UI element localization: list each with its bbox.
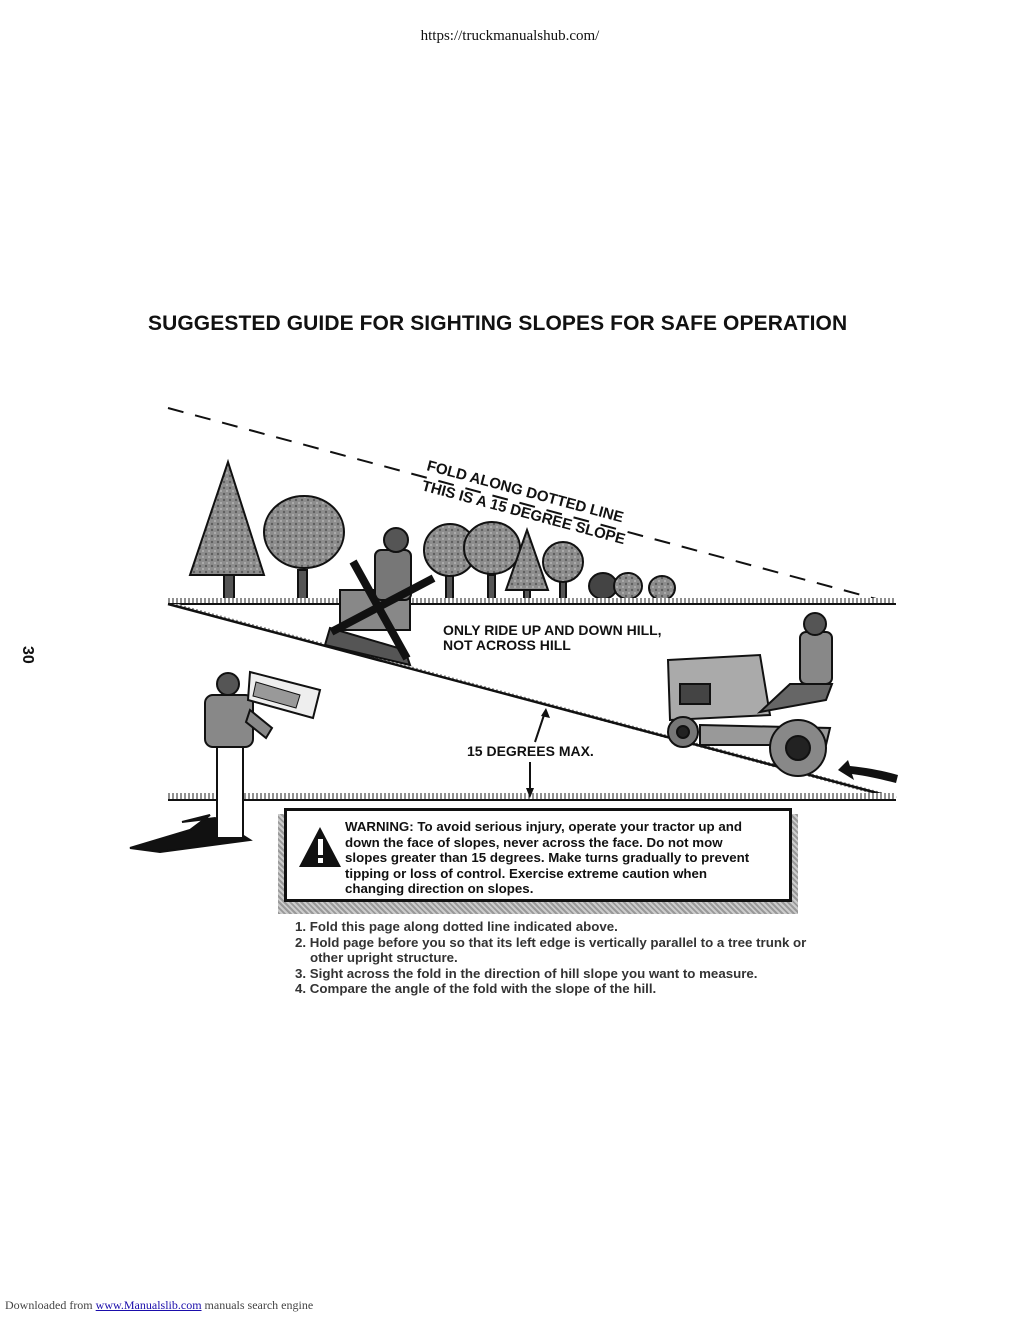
warning-line: tipping or loss of control. Exercise ext… bbox=[345, 865, 708, 881]
slope-line bbox=[167, 602, 897, 800]
instruction-item: 4. Compare the angle of the fold with th… bbox=[295, 981, 657, 997]
ride-direction-line1: ONLY RIDE UP AND DOWN HILL, bbox=[443, 622, 662, 638]
header-url: https://truckmanualshub.com/ bbox=[420, 28, 600, 44]
warning-line: WARNING: To avoid serious injury, operat… bbox=[345, 819, 742, 834]
lower-ground-grass bbox=[168, 793, 896, 799]
upper-ground-grass bbox=[168, 598, 896, 604]
instruction-item: 2. Hold page before you so that its left… bbox=[295, 934, 807, 966]
footer-prefix: Downloaded from bbox=[5, 1298, 93, 1312]
footer-suffix: manuals search engine bbox=[204, 1298, 314, 1312]
max-angle-label: 15 DEGREES MAX. bbox=[467, 743, 594, 759]
instruction-item: 1. Fold this page along dotted line indi… bbox=[295, 919, 618, 934]
warning-line: changing direction on slopes. bbox=[345, 881, 534, 897]
prohibited-x-icon bbox=[329, 559, 436, 661]
warning-triangle-icon bbox=[299, 827, 341, 867]
footer: Downloaded from www.Manualslib.com manua… bbox=[5, 1298, 313, 1313]
tractor-rider bbox=[666, 612, 834, 777]
warning-box: WARNING: To avoid serious injury, operat… bbox=[284, 808, 792, 902]
instruction-item: 3. Sight across the fold in the directio… bbox=[295, 965, 758, 981]
manualslib-link[interactable]: www.Manualslib.com bbox=[95, 1298, 202, 1312]
instructions-list: 1. Fold this page along dotted line indi… bbox=[295, 919, 815, 997]
warning-text: WARNING: To avoid serious injury, operat… bbox=[345, 819, 785, 897]
warning-line: slopes greater than 15 degrees. Make tur… bbox=[345, 850, 750, 866]
page-title: SUGGESTED GUIDE FOR SIGHTING SLOPES FOR … bbox=[148, 312, 848, 335]
fold-dashed-line bbox=[167, 407, 881, 601]
ride-direction-line2: NOT ACROSS HILL bbox=[443, 637, 571, 653]
background-trees bbox=[188, 458, 676, 603]
up-hill-arrow-icon bbox=[838, 760, 898, 783]
person-sighting bbox=[129, 670, 322, 854]
warning-line: down the face of slopes, never across th… bbox=[345, 834, 723, 850]
